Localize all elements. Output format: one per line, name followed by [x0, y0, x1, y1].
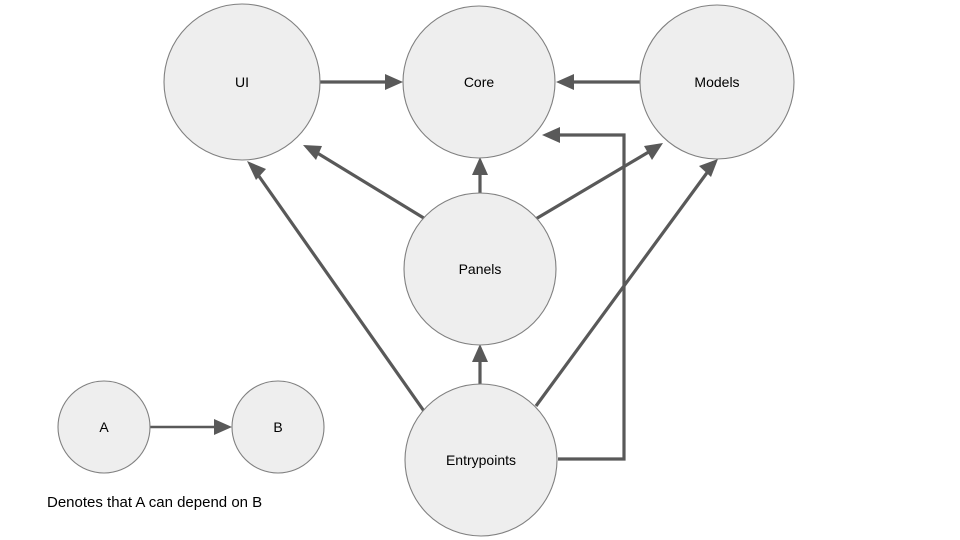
- legend-node-a: A: [57, 380, 151, 474]
- arrow-head-icon: [556, 74, 574, 90]
- edge-panels-to-models[interactable]: [533, 143, 663, 222]
- arrow-head-icon: [542, 127, 560, 143]
- edge-panels-to-ui[interactable]: [303, 145, 428, 222]
- edge-entrypoints-to-core[interactable]: [542, 127, 626, 461]
- node-core[interactable]: Core: [402, 5, 556, 159]
- arrow-head-icon: [214, 419, 232, 435]
- edge-entrypoints-to-ui[interactable]: [247, 161, 428, 415]
- legend-node-b-circle: [231, 380, 325, 474]
- node-ui[interactable]: UI: [163, 3, 321, 161]
- node-core-circle[interactable]: [402, 5, 556, 159]
- edge-models-to-core[interactable]: [556, 74, 640, 90]
- legend-caption: Denotes that A can depend on B: [47, 494, 262, 511]
- edge-panels-to-core[interactable]: [472, 157, 488, 193]
- edge-entrypoints-to-panels[interactable]: [472, 344, 488, 384]
- legend-node-b: B: [231, 380, 325, 474]
- edge-layer: [247, 74, 718, 461]
- node-panels[interactable]: Panels: [403, 192, 557, 346]
- arrow-head-icon: [385, 74, 403, 90]
- node-entrypoints-circle[interactable]: [404, 383, 558, 537]
- edge-ui-to-core[interactable]: [320, 74, 403, 90]
- legend-edge-a-to-b: [150, 419, 232, 435]
- edge-entrypoints-to-models[interactable]: [534, 159, 718, 407]
- node-entrypoints[interactable]: Entrypoints: [404, 383, 558, 537]
- node-panels-circle[interactable]: [403, 192, 557, 346]
- node-models[interactable]: Models: [639, 4, 795, 160]
- arrow-head-icon: [303, 145, 322, 160]
- node-models-circle[interactable]: [639, 4, 795, 160]
- arrow-head-icon: [247, 161, 266, 180]
- arrow-head-icon: [472, 157, 488, 175]
- node-layer: UI Core Models Panels Entrypoints: [163, 3, 795, 537]
- arrow-head-icon: [644, 143, 663, 160]
- arrow-head-icon: [699, 159, 718, 177]
- arrow-head-icon: [472, 344, 488, 362]
- legend-node-a-circle: [57, 380, 151, 474]
- node-ui-circle[interactable]: [163, 3, 321, 161]
- legend: A B Denotes that A can depend on B: [47, 380, 325, 511]
